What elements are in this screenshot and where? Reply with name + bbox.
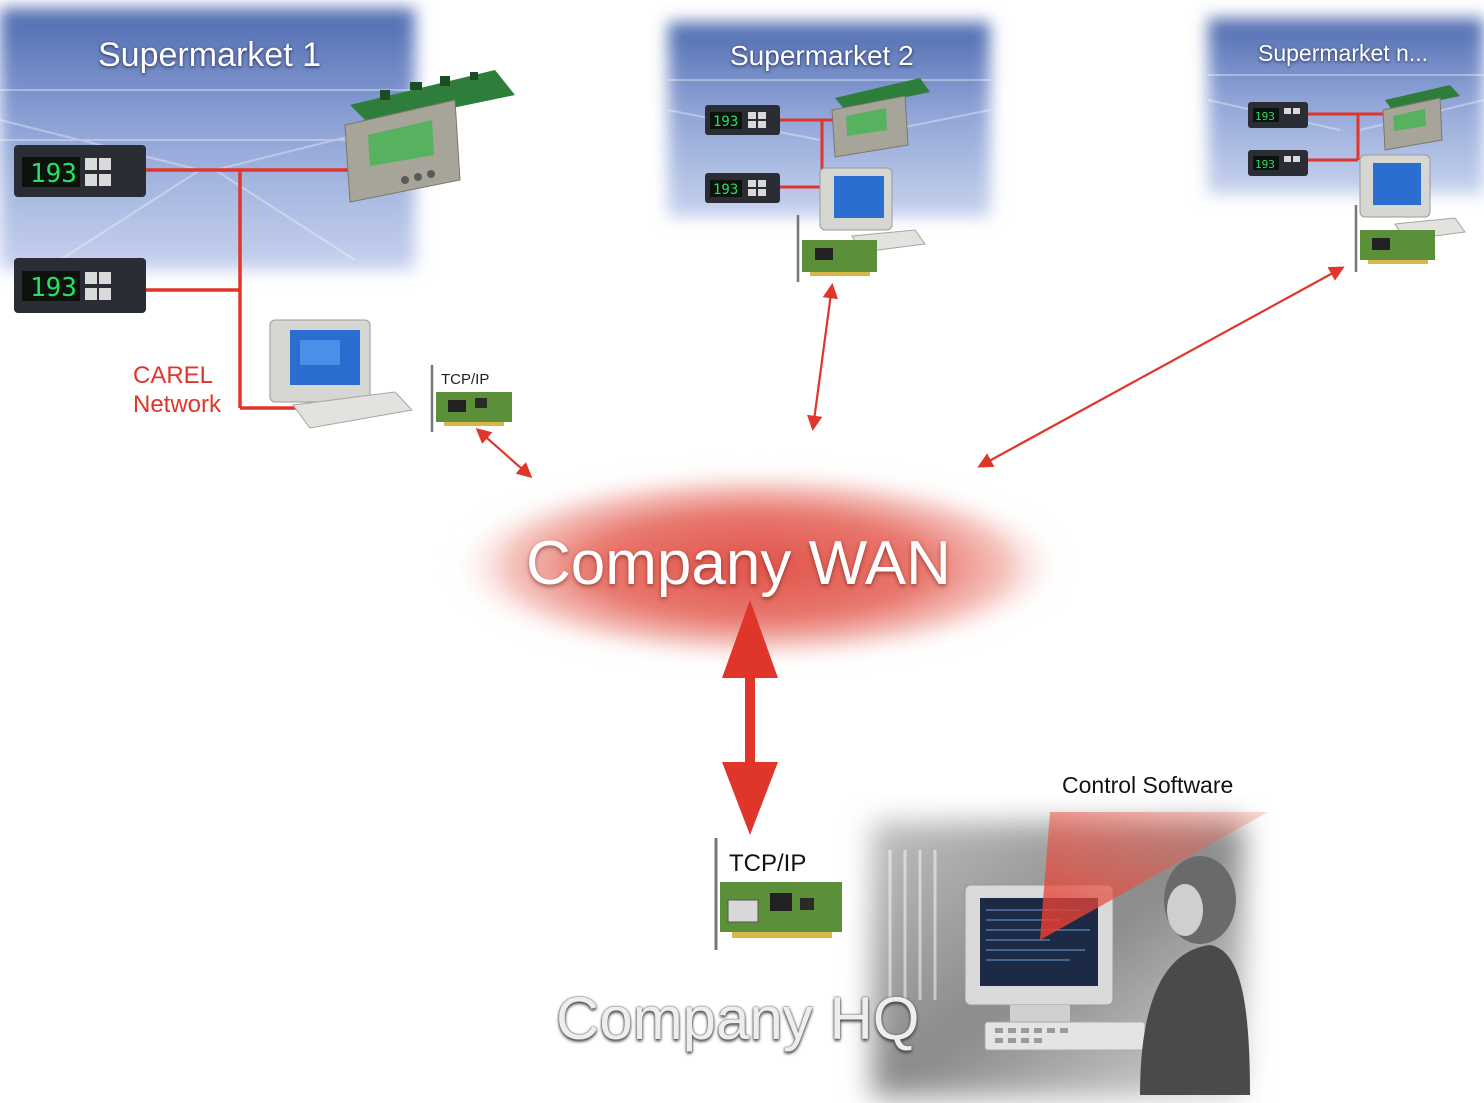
supervisor-sn: [1382, 85, 1460, 151]
link-s2-wan: [807, 282, 838, 432]
nic-s2: [796, 215, 877, 282]
svg-text:193: 193: [713, 114, 738, 130]
nic-s1: [430, 365, 512, 432]
control-software-label: Control Software: [1062, 772, 1234, 798]
controller-sn-top: 193: [1248, 102, 1308, 128]
carel-network-wiring: [145, 168, 365, 410]
tcp-ip-label-s1: TCP/IP: [441, 371, 490, 388]
carel-network-label-line2: Network: [133, 391, 222, 418]
supermarket-n-title: Supermarket n...: [1258, 40, 1429, 66]
store-n-wiring: [1308, 112, 1385, 162]
supermarket-1-title: Supermarket 1: [98, 36, 321, 74]
controller-sn-bottom: 193: [1248, 150, 1308, 176]
svg-text:193: 193: [30, 159, 77, 189]
link-s1-wan: [475, 427, 533, 479]
supervisor-s1: [344, 70, 515, 203]
hq-wan-arrow: [722, 600, 778, 835]
company-hq-label: Company HQ: [556, 985, 920, 1052]
svg-text:193: 193: [30, 273, 77, 303]
carel-network-label-line1: CAREL: [133, 362, 214, 389]
tcp-ip-label-hq: TCP/IP: [729, 850, 807, 877]
carel-network-label: CAREL Network: [133, 361, 221, 419]
link-sn-wan: [977, 266, 1345, 468]
controller-s1-bottom: 193: [14, 258, 146, 313]
pc-s1: [269, 319, 414, 429]
wan-cloud: [448, 468, 1068, 664]
svg-text:193: 193: [1255, 158, 1275, 171]
company-wan-label: Company WAN: [526, 529, 951, 598]
controller-s1-top: 193: [14, 145, 146, 197]
nic-hq: [714, 838, 842, 950]
control-software-beam: [1040, 812, 1268, 940]
svg-text:193: 193: [1255, 110, 1275, 123]
controller-s2-top: 193: [705, 105, 780, 135]
pc-sn: [1359, 154, 1466, 241]
supervisor-s2: [831, 78, 930, 158]
wan-links: [475, 266, 1345, 479]
svg-text:193: 193: [713, 182, 738, 198]
controller-s2-bottom: 193: [705, 173, 780, 203]
hq-operator: [1140, 856, 1250, 1095]
nic-sn: [1354, 205, 1435, 272]
supermarket-2-title: Supermarket 2: [730, 40, 914, 71]
